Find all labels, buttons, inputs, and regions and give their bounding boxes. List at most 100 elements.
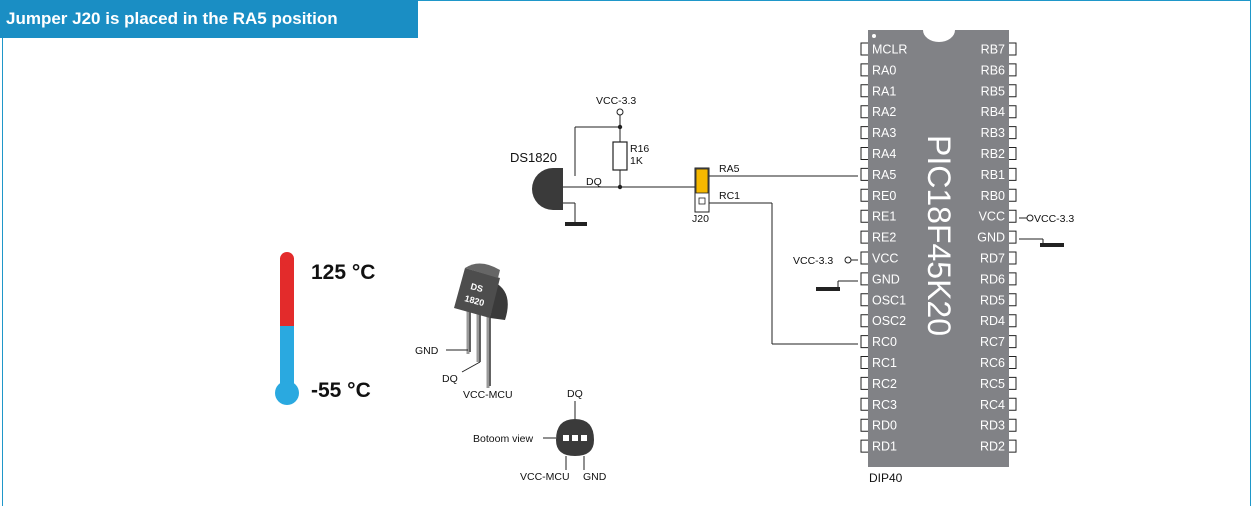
pin-right-vcc xyxy=(1009,209,1017,223)
sensor-symbol xyxy=(532,168,563,210)
pin-right-rb5 xyxy=(1009,84,1017,98)
pin-label-left-re1: RE1 xyxy=(872,210,896,224)
pin-left-re0 xyxy=(860,188,868,202)
pin-label-left-gnd: GND xyxy=(872,272,900,286)
pin-left-rc0 xyxy=(860,335,868,349)
pin-label-right-rb4: RB4 xyxy=(981,105,1005,119)
pin-left-mclr xyxy=(860,42,868,56)
chip-pins: MCLRRA0RA1RA2RA3RA4RA5RE0RE1RE2VCCGNDOSC… xyxy=(860,42,1017,454)
thermometer: 125 °C -55 °C xyxy=(275,252,375,405)
to92-body xyxy=(454,268,500,318)
pin-label-right-rb2: RB2 xyxy=(981,147,1005,161)
pin-right-rb7 xyxy=(1009,42,1017,56)
pin-right-rb6 xyxy=(1009,63,1017,77)
pin-label-right-rd4: RD4 xyxy=(980,314,1005,328)
pin-label-left-rd0: RD0 xyxy=(872,419,897,433)
vcc-right-label: VCC-3.3 xyxy=(1034,213,1074,225)
pin-right-rc6 xyxy=(1009,356,1017,369)
pin-left-re2 xyxy=(860,230,868,244)
pin-label-left-osc2: OSC2 xyxy=(872,314,906,328)
pin-right-rb2 xyxy=(1009,147,1017,160)
mcu-power-connections: VCC-3.3 VCC-3.3 xyxy=(793,213,1074,291)
to92-top xyxy=(465,263,500,278)
pin-right-rd5 xyxy=(1009,293,1017,307)
jumper-cap xyxy=(695,168,709,194)
sensor-ground-symbol xyxy=(565,222,587,226)
resistor-value: 1K xyxy=(630,155,643,167)
resistor-name: R16 xyxy=(630,143,649,155)
resistor-r16 xyxy=(612,141,628,171)
chip-name: PIC18F45K20 xyxy=(921,135,957,336)
thermometer-hot-section xyxy=(280,258,294,326)
pin-label-right-rb0: RB0 xyxy=(981,189,1005,203)
vcc-left-label: VCC-3.3 xyxy=(793,255,833,267)
pin-right-rd3 xyxy=(1009,418,1017,432)
pin-label-left-ra0: RA0 xyxy=(872,63,896,77)
pin-label-right-rb5: RB5 xyxy=(981,84,1005,98)
net-rc1-label: RC1 xyxy=(719,190,740,202)
net-ra5-label: RA5 xyxy=(719,163,740,175)
pin-left-ra3 xyxy=(860,126,868,140)
pin-label-right-rc6: RC6 xyxy=(980,356,1005,370)
pin-label-left-ra4: RA4 xyxy=(872,147,896,161)
pin-right-rd6 xyxy=(1009,272,1017,286)
pin-label-right-rd3: RD3 xyxy=(980,419,1005,433)
sensor-name: DS1820 xyxy=(510,150,557,165)
pin-left-ra1 xyxy=(860,84,868,98)
pin-left-vcc xyxy=(860,251,868,265)
bottom-view-gnd-label: GND xyxy=(583,471,607,483)
bottom-view-vcc-label: VCC-MCU xyxy=(520,471,570,483)
pin-label-left-rc1: RC1 xyxy=(872,356,897,370)
bottom-view-label: Botoom view xyxy=(473,433,534,445)
thermometer-max-label: 125 °C xyxy=(311,261,375,284)
left-ground-symbol xyxy=(816,287,840,291)
pin-label-left-ra1: RA1 xyxy=(872,84,896,98)
pin-right-rc5 xyxy=(1009,376,1017,390)
pin-label-left-re0: RE0 xyxy=(872,189,896,203)
pin-left-rc2 xyxy=(860,376,868,390)
thermometer-top-cap xyxy=(280,252,294,266)
pin-label-right-rb7: RB7 xyxy=(981,43,1005,57)
pin-left-ra4 xyxy=(860,147,868,160)
pin-left-rd1 xyxy=(860,439,868,453)
jumper-j20: J20 RA5 RC1 xyxy=(692,163,858,345)
pin-right-rb1 xyxy=(1009,167,1017,181)
ds1820-package-illustration: DS 1820 GND DQ VCC-MCU xyxy=(415,263,513,401)
pin-label-right-rd5: RD5 xyxy=(980,293,1005,307)
pin-right-rb4 xyxy=(1009,105,1017,119)
chip-package: DIP40 xyxy=(869,471,903,485)
vcc-top-label: VCC-3.3 xyxy=(596,95,636,107)
pin-label-right-vcc: VCC xyxy=(979,210,1005,224)
thermometer-min-label: -55 °C xyxy=(311,379,371,402)
to92-text-ds: DS xyxy=(469,281,484,294)
pin-label-left-rc0: RC0 xyxy=(872,335,897,349)
to92-body-side xyxy=(490,278,508,320)
pin-label-left-rc3: RC3 xyxy=(872,398,897,412)
title-banner: Jumper J20 is placed in the RA5 position xyxy=(0,0,418,38)
pin-label-left-ra3: RA3 xyxy=(872,126,896,140)
pin-right-rb0 xyxy=(1009,188,1017,202)
pin-left-ra5 xyxy=(860,167,868,181)
pin-right-rd2 xyxy=(1009,439,1017,453)
pin-left-rc3 xyxy=(860,397,868,411)
pin-label-right-rd6: RD6 xyxy=(980,272,1005,286)
pin-label-right-rb6: RB6 xyxy=(981,63,1005,77)
bottom-view-dq-label: DQ xyxy=(567,388,583,400)
to92-gnd-label: GND xyxy=(415,345,439,357)
pin-label-left-ra2: RA2 xyxy=(872,105,896,119)
pin-right-rd4 xyxy=(1009,314,1017,328)
chip-body xyxy=(868,30,1009,467)
pin-right-rc7 xyxy=(1009,335,1017,349)
pin-label-right-rd7: RD7 xyxy=(980,252,1005,266)
pin-left-ra0 xyxy=(860,63,868,77)
pin-label-left-vcc: VCC xyxy=(872,252,898,266)
pin-label-left-mclr: MCLR xyxy=(872,43,907,57)
dq-net-label: DQ xyxy=(586,176,602,188)
pin-label-left-re2: RE2 xyxy=(872,231,896,245)
pin-left-osc2 xyxy=(860,314,868,328)
pin-label-right-rc5: RC5 xyxy=(980,377,1005,391)
to92-vcc-label: VCC-MCU xyxy=(463,389,513,401)
pin-label-right-rb1: RB1 xyxy=(981,168,1005,182)
